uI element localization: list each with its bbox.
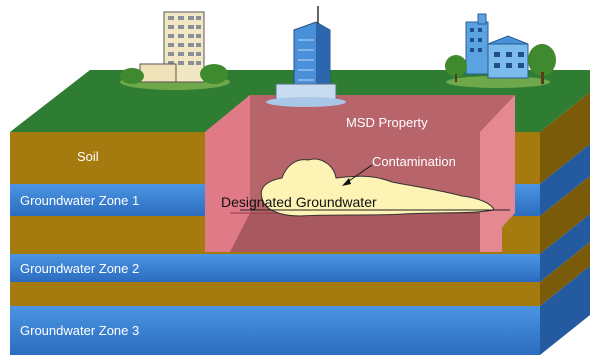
office-park-icon (445, 13, 556, 88)
contamination-plume (260, 158, 495, 217)
label-groundwater-zone-2: Groundwater Zone 2 (20, 261, 139, 276)
groundwater-zone-2-layer (10, 214, 590, 282)
label-groundwater-zone-3: Groundwater Zone 3 (20, 323, 139, 338)
label-groundwater-zone-1: Groundwater Zone 1 (20, 193, 139, 208)
soil-layer-lower (10, 242, 590, 306)
contamination-arrow (342, 164, 373, 186)
label-msd-property: MSD Property (346, 115, 428, 130)
label-designated-groundwater: Designated Groundwater (221, 194, 377, 210)
label-contamination: Contamination (372, 154, 456, 169)
office-tower-icon (266, 6, 346, 107)
apartment-building-icon (120, 11, 230, 90)
label-soil: Soil (77, 149, 99, 164)
groundwater-zone-3-layer (10, 266, 590, 355)
